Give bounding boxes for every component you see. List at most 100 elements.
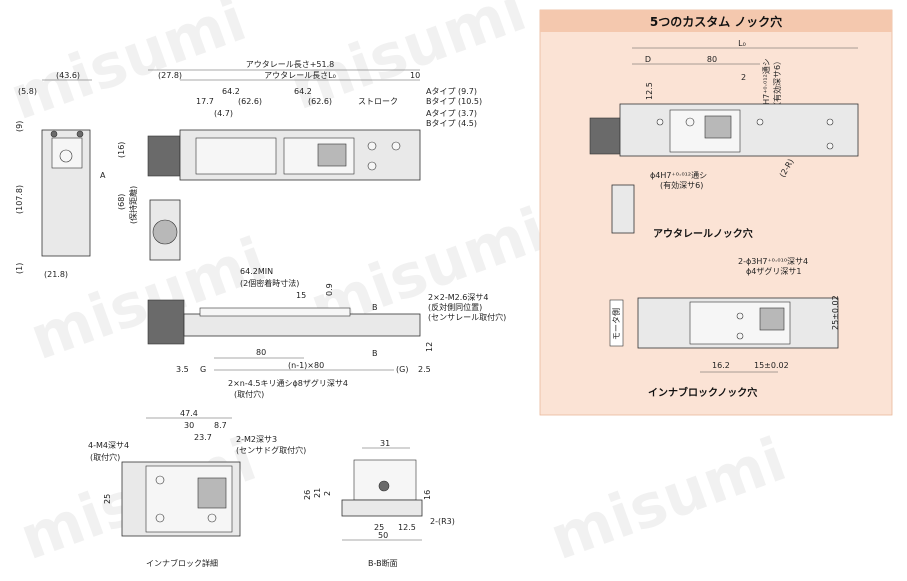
dim-16-2: 16.2 bbox=[712, 361, 730, 370]
dim-62-6b: (62.6) bbox=[308, 97, 332, 106]
dim-25: 25 bbox=[103, 494, 112, 504]
m4-hole bbox=[207, 513, 217, 523]
dim-0-9: 0.9 bbox=[325, 283, 334, 296]
section-rail bbox=[341, 499, 423, 517]
dim-15: 15±0.02 bbox=[754, 361, 789, 370]
knock-hole bbox=[736, 312, 744, 320]
dim-80: 80 bbox=[256, 348, 266, 357]
inner-block-caption: インナブロックノック穴 bbox=[648, 386, 757, 399]
motor-housing bbox=[147, 135, 181, 177]
panel-title-bar bbox=[540, 10, 892, 32]
knock-hole bbox=[656, 118, 664, 126]
dim-21-8: (21.8) bbox=[44, 270, 68, 279]
end-view-shaft bbox=[59, 149, 73, 163]
block-part bbox=[759, 307, 785, 331]
dim-64-2a: 64.2 bbox=[222, 87, 240, 96]
dim-16: (16) bbox=[117, 142, 126, 158]
outer-rail-caption: アウタレールノック穴 bbox=[653, 227, 753, 240]
rail-hole bbox=[367, 161, 377, 171]
coupling-wheel bbox=[152, 219, 178, 245]
dim-9: (9) bbox=[15, 121, 24, 132]
section-block bbox=[353, 459, 417, 501]
section-ball bbox=[378, 480, 390, 492]
knock-hole bbox=[756, 118, 764, 126]
dim-1: (1) bbox=[15, 263, 24, 274]
rail-hole bbox=[391, 141, 401, 151]
hole-phi4: ϕ4H7⁺⁰·⁰¹²通シ bbox=[650, 170, 707, 180]
dim-43-6: (43.6) bbox=[56, 71, 80, 80]
outer-len-plus: アウタレール長さ+51.8 bbox=[246, 60, 335, 69]
a-type-2: Aタイプ (3.7) bbox=[426, 109, 477, 118]
main-top-view: (43.6) (5.8) (9) (107.8) (1) (21.8) アウタレ… bbox=[15, 60, 482, 279]
b-type-2: Bタイプ (4.5) bbox=[426, 119, 477, 128]
dim-80: 80 bbox=[707, 55, 717, 64]
detail-block-part bbox=[197, 477, 227, 509]
hole-phi4-depth: (有効深サ6) bbox=[660, 180, 703, 190]
m2-note: (センサドグ取付穴) bbox=[236, 445, 306, 455]
dim-47-4: 47.4 bbox=[180, 409, 198, 418]
dim-16: 16 bbox=[423, 490, 432, 500]
end-bolt bbox=[50, 130, 58, 138]
block-part bbox=[317, 143, 347, 167]
dim-D: D bbox=[645, 55, 651, 64]
dim-12-5: 12.5 bbox=[645, 82, 654, 100]
dim-L0: L₀ bbox=[738, 39, 746, 48]
stroke-label: ストローク bbox=[358, 97, 398, 106]
holes-note: (取付穴) bbox=[234, 389, 264, 399]
m2-label: 2-M2深サ3 bbox=[236, 435, 277, 444]
dim-12: 12 bbox=[425, 342, 434, 352]
block-hole-sub: ϕ4ザグリ深サ1 bbox=[746, 266, 801, 276]
slider-block-1 bbox=[195, 137, 277, 175]
slider-top bbox=[199, 307, 351, 317]
end-bolt bbox=[76, 130, 84, 138]
dim-64-2b: 64.2 bbox=[294, 87, 312, 96]
dim-15: 15 bbox=[296, 291, 306, 300]
b-type: Bタイプ (10.5) bbox=[426, 97, 482, 106]
dim-68: (68) bbox=[117, 194, 126, 210]
b-label-bottom: B bbox=[372, 349, 378, 358]
custom-knock-panel: 5つのカスタム ノック穴 L₀ D 80 2 12.5 4H7⁺⁰·⁰¹²通シ … bbox=[539, 9, 893, 416]
r3-label: 2-(R3) bbox=[430, 517, 455, 526]
m26-note-1: (反対側同位置) bbox=[428, 302, 482, 312]
hole-4h7: 4H7⁺⁰·⁰¹²通シ bbox=[761, 58, 771, 110]
dim-G: G bbox=[200, 365, 206, 374]
dim-2: 2 bbox=[323, 491, 332, 496]
dim-2-5: 2.5 bbox=[418, 365, 431, 374]
dim-50: 50 bbox=[378, 531, 388, 540]
block-hole: 2-ϕ3H7⁺⁰·⁰¹⁰深サ4 bbox=[738, 257, 808, 266]
dim-25: 25 bbox=[374, 523, 384, 532]
inner-block-drawing: 2-ϕ3H7⁺⁰·⁰¹⁰深サ4 ϕ4ザグリ深サ1 モータ側 25±0.02 16… bbox=[609, 257, 840, 399]
watermark-text: misumi bbox=[541, 425, 795, 574]
dim-23-7: 23.7 bbox=[194, 433, 212, 442]
hole-4h7-depth: （有効深サ6） bbox=[772, 57, 782, 110]
motor-side-box bbox=[609, 299, 624, 347]
holding-distance: (保持距離) bbox=[128, 186, 138, 224]
panel-title: 5つのカスタム ノック穴 bbox=[650, 14, 782, 29]
block-detail-caption: インナブロック詳細 bbox=[146, 558, 218, 568]
dim-21: 21 bbox=[313, 488, 322, 498]
dim-25: 25±0.02 bbox=[831, 295, 840, 330]
rail-hole bbox=[367, 141, 377, 151]
dim-107-8: (107.8) bbox=[15, 185, 24, 214]
m4-hole bbox=[155, 513, 165, 523]
outer-len: アウタレール長さL₀ bbox=[264, 71, 336, 80]
dim-31: 31 bbox=[380, 439, 390, 448]
dim-10: 10 bbox=[410, 71, 420, 80]
motor-housing-side bbox=[147, 299, 185, 345]
bolt-hole bbox=[685, 117, 695, 127]
dim-n80: (n-1)×80 bbox=[288, 361, 324, 370]
dim-2: 2 bbox=[741, 73, 746, 82]
dim-4-7: (4.7) bbox=[214, 109, 233, 118]
motor-bracket bbox=[611, 184, 635, 234]
panel-background bbox=[539, 9, 893, 416]
block-part bbox=[704, 115, 732, 139]
dim-12-5: 12.5 bbox=[398, 523, 416, 532]
dim-30: 30 bbox=[184, 421, 194, 430]
a-type: Aタイプ (9.7) bbox=[426, 87, 477, 96]
m4-hole bbox=[155, 475, 165, 485]
dim-62-6a: (62.6) bbox=[238, 97, 262, 106]
m4-label: 4-M4深サ4 bbox=[88, 441, 129, 450]
section-bb-view: 31 26 21 2 16 25 12.5 50 2-(R3) B-B断面 bbox=[303, 439, 455, 568]
b-label-top: B bbox=[372, 303, 378, 312]
knock-hole bbox=[826, 118, 834, 126]
